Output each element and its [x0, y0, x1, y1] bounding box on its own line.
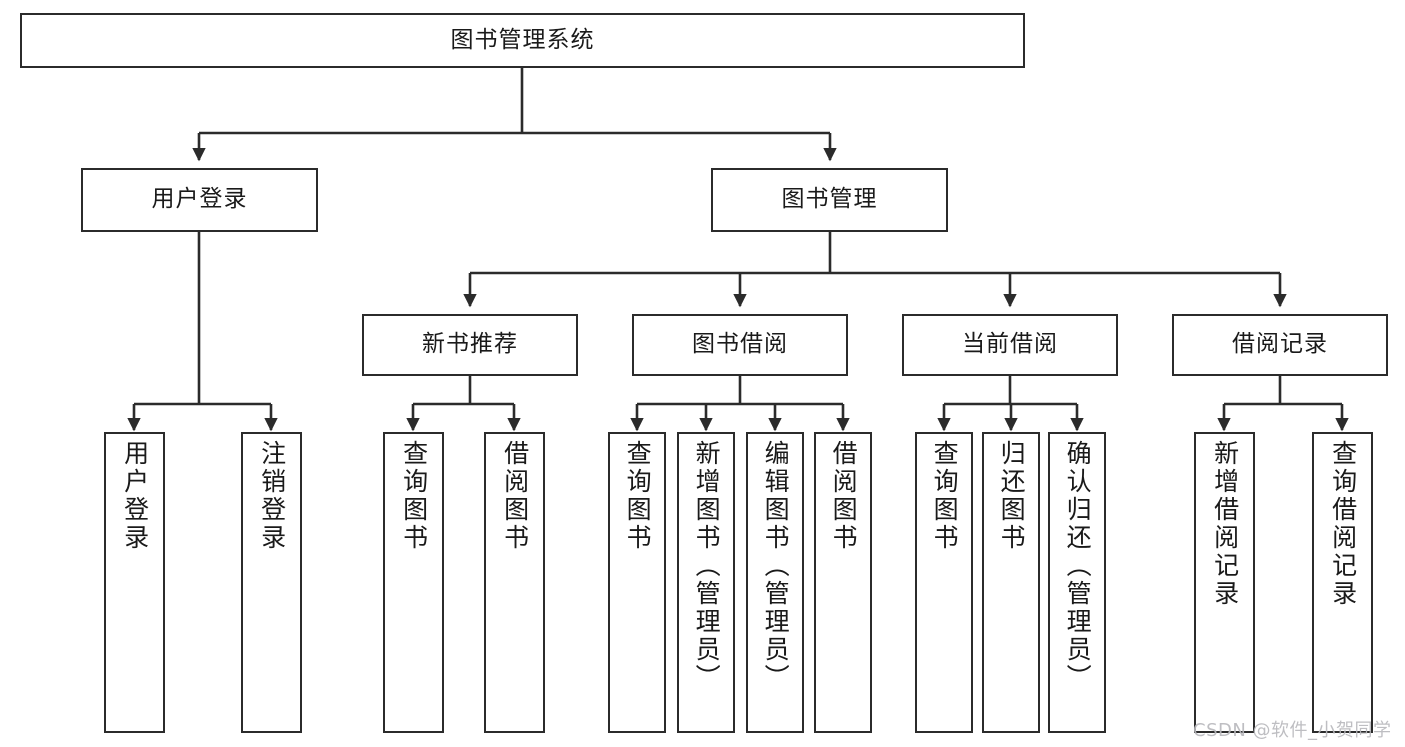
node-leaf-add-borrow-record[interactable]: 新增借阅记录 — [1194, 432, 1255, 733]
node-leaf-return-book[interactable]: 归还图书 — [982, 432, 1040, 733]
node-label: 查询借阅记录 — [1328, 440, 1358, 608]
node-leaf-query-book-borrow[interactable]: 查询图书 — [608, 432, 666, 733]
node-label: 新增图书（管理员） — [692, 440, 722, 692]
node-borrow-record[interactable]: 借阅记录 — [1172, 314, 1388, 376]
node-current-borrow[interactable]: 当前借阅 — [902, 314, 1118, 376]
node-label: 编辑图书（管理员） — [761, 440, 791, 692]
node-leaf-borrow-book-recommend[interactable]: 借阅图书 — [484, 432, 545, 733]
node-label: 查询图书 — [623, 440, 653, 552]
node-leaf-query-book-recommend[interactable]: 查询图书 — [383, 432, 444, 733]
node-label: 借阅图书 — [829, 440, 859, 552]
node-leaf-add-book-admin[interactable]: 新增图书（管理员） — [677, 432, 735, 733]
node-label: 查询图书 — [399, 440, 429, 552]
node-label: 图书管理系统 — [450, 26, 595, 53]
node-label: 图书管理 — [781, 186, 878, 213]
node-leaf-query-borrow-record[interactable]: 查询借阅记录 — [1312, 432, 1373, 733]
node-label: 借阅记录 — [1232, 331, 1328, 358]
node-label: 图书借阅 — [692, 331, 788, 358]
node-book-borrow[interactable]: 图书借阅 — [632, 314, 848, 376]
csdn-watermark: CSDN @软件_小贺同学 — [1193, 720, 1392, 741]
node-leaf-confirm-return-admin[interactable]: 确认归还（管理员） — [1048, 432, 1106, 733]
node-label: 当前借阅 — [962, 331, 1058, 358]
node-label: 用户登录 — [120, 440, 150, 552]
node-leaf-user-login[interactable]: 用户登录 — [104, 432, 165, 733]
node-label: 确认归还（管理员） — [1063, 440, 1093, 692]
node-label: 归还图书 — [997, 440, 1027, 552]
node-label: 新增借阅记录 — [1210, 440, 1240, 608]
node-root-book-management-system[interactable]: 图书管理系统 — [20, 13, 1025, 68]
node-label: 注销登录 — [257, 440, 287, 552]
node-book-management[interactable]: 图书管理 — [711, 168, 948, 232]
node-leaf-query-book-current[interactable]: 查询图书 — [915, 432, 973, 733]
node-leaf-logout[interactable]: 注销登录 — [241, 432, 302, 733]
node-label: 查询图书 — [930, 440, 960, 552]
node-leaf-borrow-book[interactable]: 借阅图书 — [814, 432, 872, 733]
node-label: 用户登录 — [151, 186, 248, 213]
node-label: 借阅图书 — [500, 440, 530, 552]
node-user-login[interactable]: 用户登录 — [81, 168, 318, 232]
node-label: 新书推荐 — [422, 331, 518, 358]
node-leaf-edit-book-admin[interactable]: 编辑图书（管理员） — [746, 432, 804, 733]
node-new-book-recommend[interactable]: 新书推荐 — [362, 314, 578, 376]
